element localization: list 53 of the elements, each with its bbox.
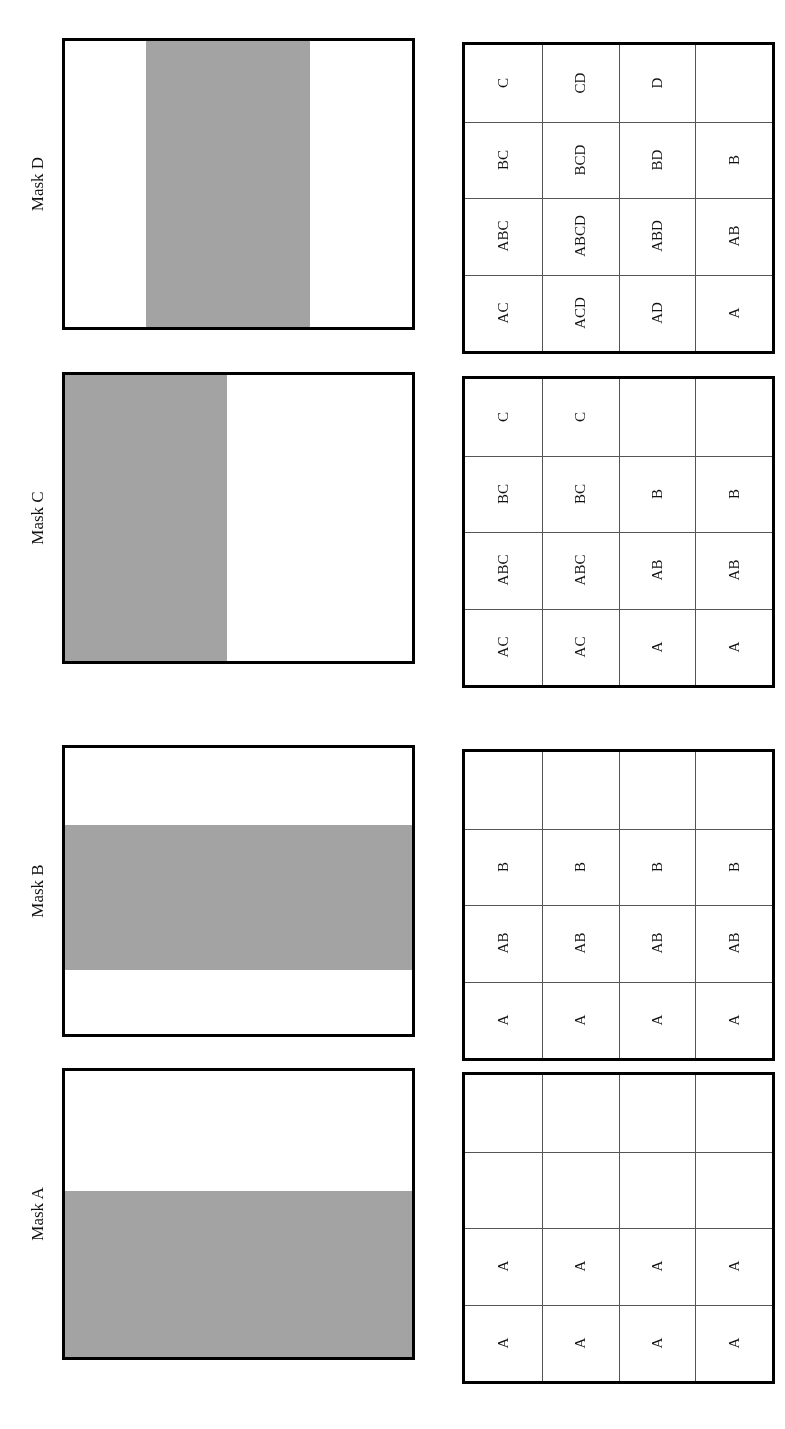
cell-label: B [648,488,666,499]
cell-label: A [571,1014,589,1026]
cell-label: A [494,1014,512,1026]
cell-label: ABC [494,220,512,252]
cell-label: A [571,1337,589,1349]
cell-label: B [494,861,512,872]
cell-label: AD [648,301,666,324]
cell-label: D [648,77,666,89]
cell-label: AB [648,932,666,954]
cell-label: BC [571,483,589,504]
cell-label: CD [571,72,589,94]
cell-label: C [571,412,589,423]
mask-title: Mask A [28,1187,48,1241]
cell-label: BC [494,149,512,170]
cell-label: AB [571,932,589,954]
cell-label: AB [725,932,743,954]
cell-label: AC [494,636,512,658]
cell-label: AB [494,932,512,954]
cell-label: B [648,861,666,872]
cell-label: ABC [494,554,512,586]
cell-label: A [725,1337,743,1349]
cell-label: B [725,861,743,872]
cell-label: A [725,1260,743,1272]
cell-label: BD [648,149,666,171]
mask-title: Mask D [28,156,48,212]
cell-label: A [648,1337,666,1349]
mask-title: Mask B [28,864,48,918]
cell-label: AB [648,559,666,581]
cell-label: BC [494,483,512,504]
cell-label: C [494,412,512,423]
cell-label: AB [725,559,743,581]
mask-title: Mask C [28,491,48,545]
cell-label: ABC [571,554,589,586]
cell-label: C [494,78,512,89]
cell-label: B [725,154,743,165]
cell-label: B [571,861,589,872]
cell-label: BCD [571,144,589,176]
cell-label: AC [494,302,512,324]
cell-label: ABD [648,220,666,253]
cell-label: A [494,1337,512,1349]
cell-label: A [571,1260,589,1272]
cell-label: AC [571,636,589,658]
cell-label: A [648,1014,666,1026]
cell-label: ACD [571,296,589,329]
cell-label: AB [725,225,743,247]
cell-label: A [648,1260,666,1272]
cell-label: B [725,488,743,499]
cell-label: A [494,1260,512,1272]
cell-label: A [725,1014,743,1026]
cell-label: A [725,307,743,319]
cell-label: A [725,641,743,653]
cell-label: A [648,641,666,653]
cell-label: ABCD [571,215,589,258]
